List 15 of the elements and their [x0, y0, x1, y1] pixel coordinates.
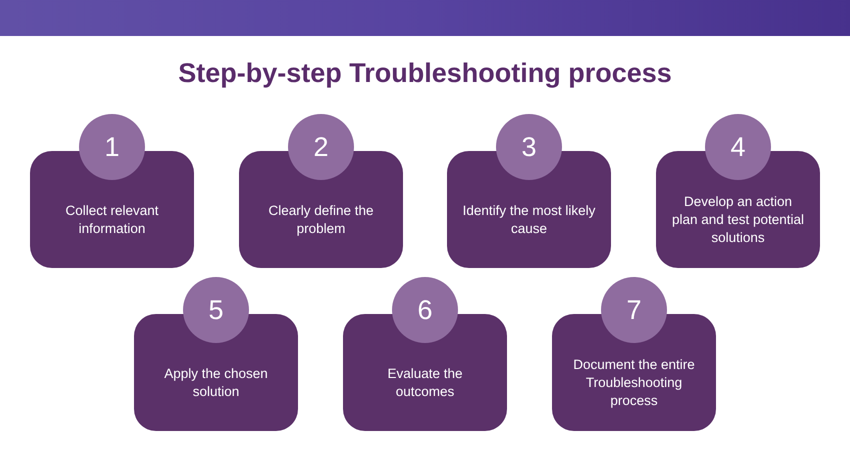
diagram-title: Step-by-step Troubleshooting process: [178, 57, 672, 90]
step-description: Collect relevant information: [64, 202, 160, 238]
step-description: Identify the most likely cause: [462, 202, 596, 238]
step-number-badge: 5: [183, 277, 249, 343]
step-number-badge: 4: [705, 114, 771, 180]
step-number-badge: 1: [79, 114, 145, 180]
step-number-badge: 7: [601, 277, 667, 343]
step-description: Evaluate the outcomes: [386, 364, 464, 400]
step-description: Develop an action plan and test potential solutions: [670, 192, 806, 246]
step-number-badge: 3: [496, 114, 562, 180]
step-description: Document the entire Troubleshooting process: [572, 356, 696, 410]
step-description: Apply the chosen solution: [163, 364, 269, 400]
step-number-badge: 2: [288, 114, 354, 180]
step-number-badge: 6: [392, 277, 458, 343]
step-description: Clearly define the problem: [267, 202, 375, 238]
